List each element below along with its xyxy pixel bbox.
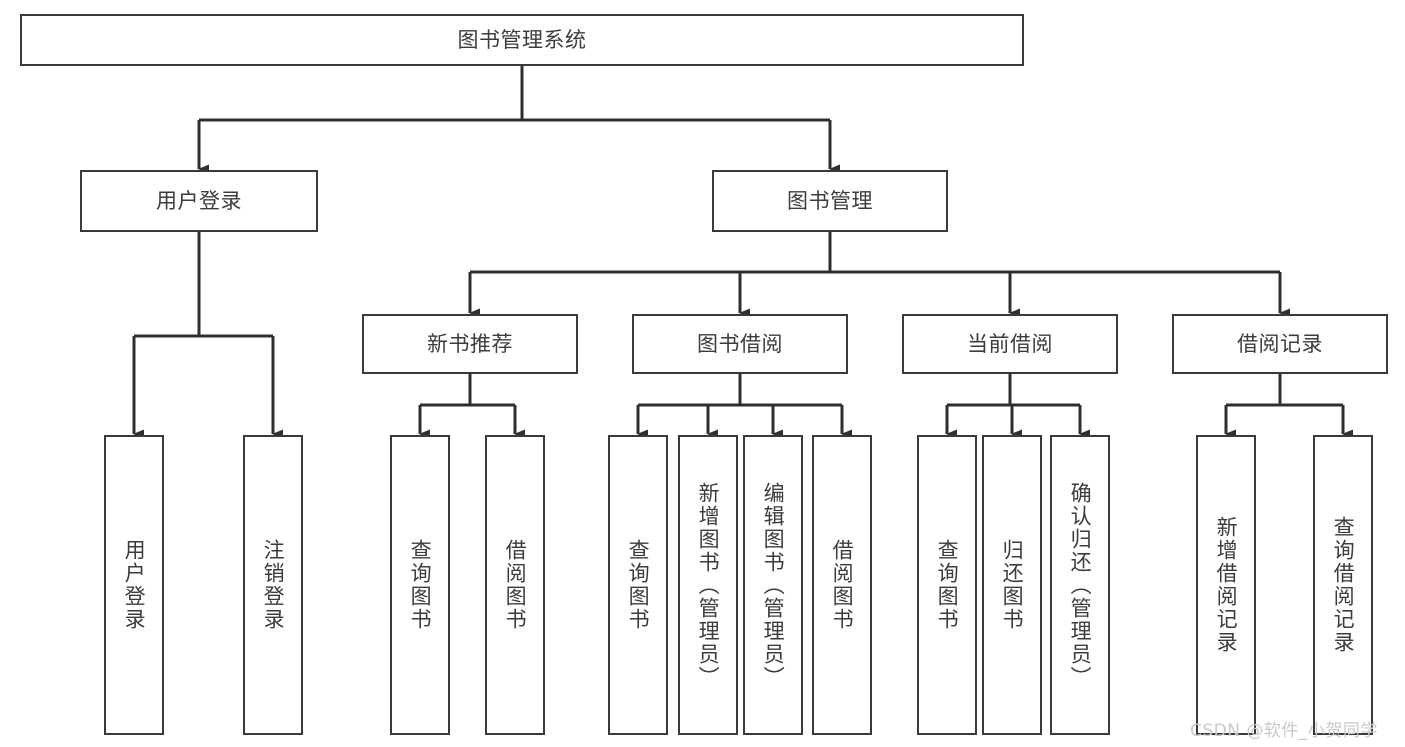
node-label-leaf-query-record: 查询借阅记录 [1331,516,1356,654]
node-new-book-rec[interactable]: 新书推荐 [362,314,578,374]
node-leaf-user-login[interactable]: 用户登录 [104,435,164,735]
node-label-leaf-user-logout: 注销登录 [261,539,286,631]
node-leaf-query-record[interactable]: 查询借阅记录 [1313,435,1373,735]
node-label-leaf-borrow-book-2: 借阅图书 [830,539,855,631]
node-label-current-borrow: 当前借阅 [967,331,1053,356]
node-label-leaf-edit-book: 编辑图书（管理员） [761,481,786,689]
node-leaf-query-book-3[interactable]: 查询图书 [917,435,977,735]
node-label-leaf-add-record: 新增借阅记录 [1214,516,1239,654]
node-label-leaf-query-book-1: 查询图书 [408,539,433,631]
node-label-book-borrow: 图书借阅 [697,331,783,356]
node-borrow-record[interactable]: 借阅记录 [1172,314,1388,374]
node-label-user-login: 用户登录 [156,188,242,213]
csdn-watermark: CSDN @软件_小贺同学 [1190,721,1378,741]
node-leaf-query-book-1[interactable]: 查询图书 [390,435,450,735]
node-leaf-query-book-2[interactable]: 查询图书 [608,435,668,735]
node-book-borrow[interactable]: 图书借阅 [632,314,848,374]
connector-group [132,66,1353,439]
node-leaf-add-record[interactable]: 新增借阅记录 [1196,435,1256,735]
node-label-borrow-record: 借阅记录 [1237,331,1323,356]
node-label-leaf-add-book: 新增图书（管理员） [696,481,721,689]
node-leaf-borrow-book-2[interactable]: 借阅图书 [812,435,872,735]
node-label-leaf-borrow-book-1: 借阅图书 [503,539,528,631]
node-user-login[interactable]: 用户登录 [80,170,318,232]
node-label-leaf-query-book-3: 查询图书 [935,539,960,631]
node-label-leaf-query-book-2: 查询图书 [626,539,651,631]
node-root[interactable]: 图书管理系统 [20,14,1024,66]
node-leaf-confirm-return[interactable]: 确认归还（管理员） [1050,435,1110,735]
node-leaf-return-book[interactable]: 归还图书 [982,435,1042,735]
node-label-leaf-user-login: 用户登录 [122,539,147,631]
node-label-new-book-rec: 新书推荐 [427,331,513,356]
node-label-leaf-return-book: 归还图书 [1000,539,1025,631]
node-current-borrow[interactable]: 当前借阅 [902,314,1118,374]
node-label-root: 图书管理系统 [457,27,587,52]
node-label-book-manage: 图书管理 [787,188,873,213]
node-leaf-add-book[interactable]: 新增图书（管理员） [678,435,738,735]
node-leaf-edit-book[interactable]: 编辑图书（管理员） [743,435,803,735]
node-leaf-user-logout[interactable]: 注销登录 [243,435,303,735]
node-label-leaf-confirm-return: 确认归还（管理员） [1068,481,1093,689]
node-book-manage[interactable]: 图书管理 [712,170,948,232]
node-leaf-borrow-book-1[interactable]: 借阅图书 [485,435,545,735]
